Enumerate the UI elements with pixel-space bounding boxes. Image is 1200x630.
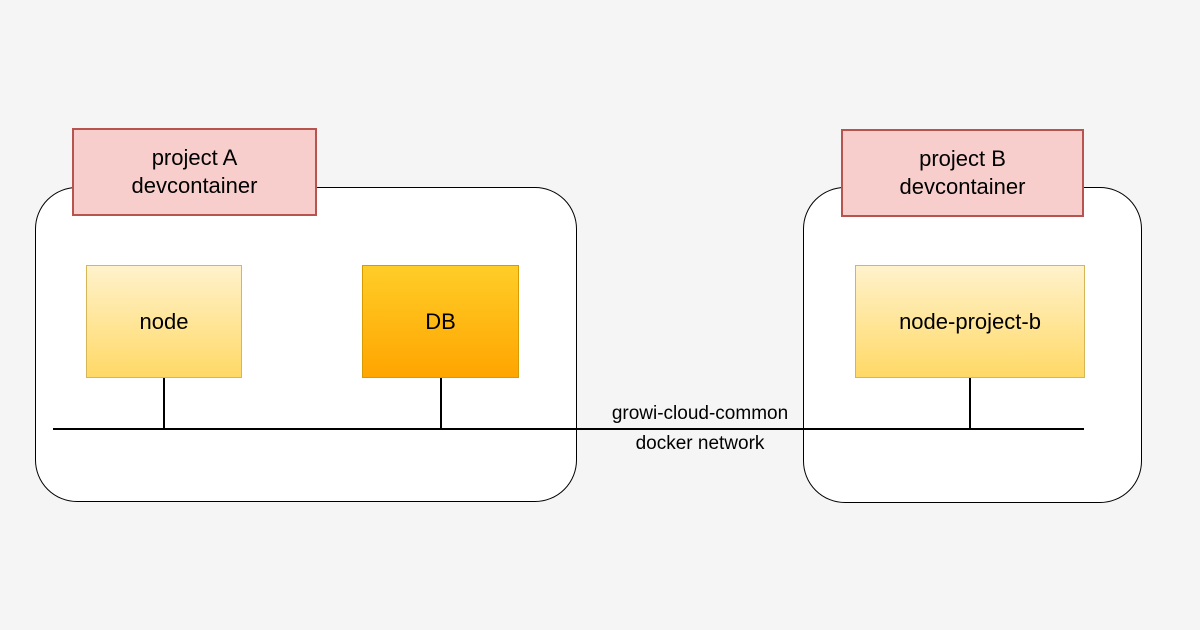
project-a-title-line2: devcontainer: [131, 173, 258, 198]
project-b-title-box: project B devcontainer: [841, 129, 1084, 217]
node-box-project-a-node: node: [86, 265, 242, 378]
network-label-line2: docker network: [635, 433, 765, 454]
project-b-title-line1: project B: [919, 146, 1006, 171]
node-box-project-b-node: node-project-b: [855, 265, 1085, 378]
docker-network-line: [53, 428, 1084, 431]
network-label-line1: growi-cloud-common: [611, 403, 789, 424]
connector-db-to-network: [440, 378, 442, 429]
connector-node-to-network: [163, 378, 165, 429]
connector-node-project-b-to-network: [969, 378, 971, 429]
node-box-project-a-db: DB: [362, 265, 519, 378]
project-a-title-box: project A devcontainer: [72, 128, 317, 216]
project-b-title-line2: devcontainer: [899, 174, 1026, 199]
project-a-title-line1: project A: [151, 145, 238, 170]
